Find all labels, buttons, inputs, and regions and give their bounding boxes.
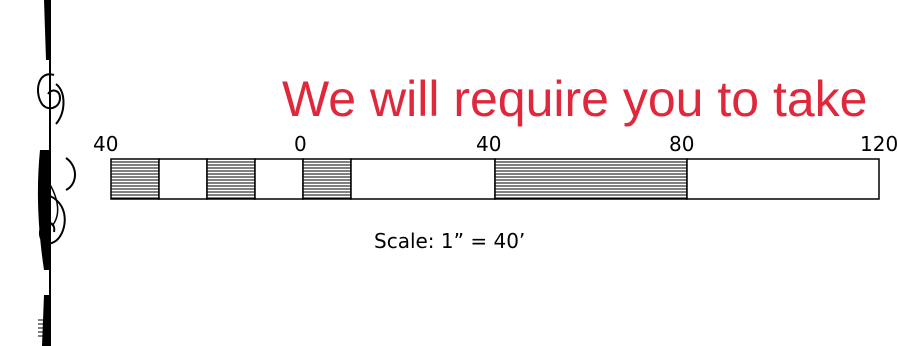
tick-label: 0 [294, 132, 307, 156]
tick-label: 80 [669, 132, 694, 156]
scale-caption: Scale: 1” = 40’ [374, 229, 525, 253]
blank-segment [254, 158, 304, 200]
blank-segment [350, 158, 496, 200]
blank-segment [158, 158, 208, 200]
tick-label: 40 [476, 132, 501, 156]
overlay-message: We will require you to take [282, 71, 868, 127]
tick-label: 120 [860, 132, 898, 156]
tick-label: 40 [93, 132, 118, 156]
scale-bar [110, 158, 880, 200]
tick-labels: 40 0 40 80 120 [93, 132, 898, 156]
ornamental-border-icon [37, 0, 76, 346]
blank-segment [686, 158, 880, 200]
